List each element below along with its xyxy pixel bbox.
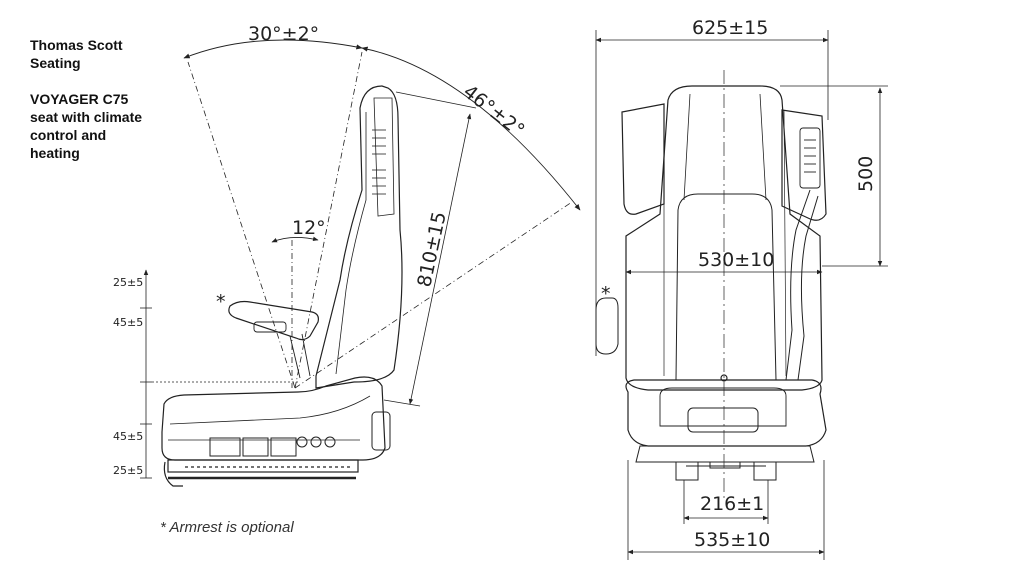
front-seat-belt: [785, 189, 819, 381]
front-handle: [687, 407, 759, 433]
side-dim-2: 45±5: [113, 316, 143, 329]
front-backrest: [625, 85, 823, 391]
front-rails: [675, 461, 777, 481]
front-armrest: [595, 297, 619, 355]
side-dim-3: 45±5: [113, 430, 143, 443]
side-control-panel: [209, 411, 391, 457]
recline-angle-label: 30°±2°: [248, 23, 319, 45]
front-seat-cushion: [625, 379, 827, 447]
side-dim-4: 25±5: [113, 464, 143, 477]
side-view: [140, 39, 581, 487]
front-dimensions: [595, 30, 888, 560]
back-angle-label: 46°±2°: [459, 81, 529, 142]
side-dim-1: 25±5: [113, 276, 143, 289]
rail-spacing-label: 216±1: [700, 493, 764, 515]
side-climate-vents: [372, 129, 386, 195]
product-description: VOYAGER C75 seat with climate control an…: [30, 91, 143, 161]
arm-angle-label: 12°: [292, 217, 326, 239]
arm-angle-arc: [271, 236, 319, 243]
back-angle-arc: [361, 46, 581, 211]
side-backrest: [315, 85, 403, 389]
side-seat-cushion: [161, 376, 386, 461]
back-width-label: 530±10: [698, 249, 774, 271]
base-width-label: 535±10: [694, 529, 770, 551]
front-armrest-marker: *: [601, 283, 611, 305]
front-left-wing: [621, 103, 665, 215]
front-back-panel: [675, 193, 777, 381]
front-climate-panel: [799, 127, 821, 189]
side-base-rail: [163, 459, 359, 487]
front-base: [635, 445, 815, 463]
recline-arc: [183, 39, 363, 59]
back-height-label: 810±15: [413, 210, 450, 289]
side-armrest-marker: *: [216, 291, 226, 313]
headrest-height-label: 500: [855, 156, 877, 192]
front-right-wing: [781, 109, 827, 221]
title-block: Thomas Scott Seating VOYAGER C75 seat wi…: [30, 36, 180, 180]
overall-width-label: 625±15: [692, 17, 768, 39]
back-height-dimension: [383, 91, 477, 407]
company-name: Thomas Scott Seating: [30, 37, 123, 71]
side-angle-lines: [187, 51, 573, 389]
front-view: [595, 30, 888, 560]
armrest-footnote: * Armrest is optional: [160, 519, 294, 536]
side-armrest: [228, 300, 319, 341]
side-vertical-dimensions: [140, 269, 300, 479]
